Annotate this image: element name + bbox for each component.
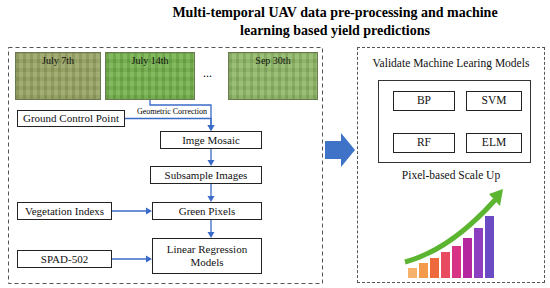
connector-line [112,210,147,211]
growth-arrowhead [489,189,503,206]
left-panel [9,48,323,284]
image-tile: July 14th [105,52,195,100]
bar [430,258,439,278]
connector [112,208,152,215]
connector [112,256,152,263]
connector [125,119,215,132]
process-box: Vegetation Indexs [17,202,112,220]
node-text: Sep 30th [229,55,317,66]
model-box: BP [393,91,455,111]
connector-line [112,258,147,259]
connector [208,149,215,166]
image-tile: Sep 30th [228,52,318,100]
model-box: RF [393,133,455,153]
node-text: Ground Control Point [23,112,119,125]
bar [452,246,461,278]
growth-arrow [405,200,495,262]
process-box: Linear Regression Models [152,238,262,274]
bar [474,228,483,278]
ellipsis-label: ... [203,66,212,81]
connector [208,220,215,238]
connector-line [210,184,211,197]
model-box: ELM [466,133,522,153]
node-text: SPAD-502 [41,253,88,266]
node-text: Green Pixels [179,205,236,218]
bar-chart [405,189,503,278]
bar [463,238,472,278]
edge-label: Geometric Correction [136,107,208,117]
process-box: Green Pixels [152,202,262,220]
bar [441,252,450,278]
panel-note: Pixel-based Scale Up [358,169,544,181]
node-text: BP [394,94,454,107]
bar [419,263,428,278]
node-text: SVM [467,94,521,107]
node-text: Imge Mosaic [182,134,240,147]
node-text: Linear Regression Models [156,243,258,268]
process-box: Ground Control Point [17,110,125,127]
model-group-box [379,81,531,163]
node-text: Vegetation Indexs [25,205,104,218]
validation-panel: Validate Machine Learing ModelsPixel-bas… [357,47,545,283]
image-tile: July 7th [15,52,101,100]
node-text: RF [394,136,454,149]
connector-line [210,220,211,233]
connector-line [125,119,211,127]
process-box: Imge Mosaic [160,131,262,149]
flow-arrow [325,133,355,167]
panel-heading: Validate Machine Learing Models [358,57,544,69]
node-text: July 14th [106,55,194,66]
node-text: July 7th [16,55,100,66]
connector [208,184,215,202]
bar [408,268,417,278]
process-box: SPAD-502 [17,250,112,268]
node-text: ELM [467,136,521,149]
node-text: Subsample Images [165,169,248,182]
model-box: SVM [466,91,522,111]
diagram-title: Multi-temporal UAV data pre-processing a… [168,4,502,40]
process-box: Subsample Images [150,166,262,184]
connector-line [210,149,211,161]
bar [485,216,494,278]
